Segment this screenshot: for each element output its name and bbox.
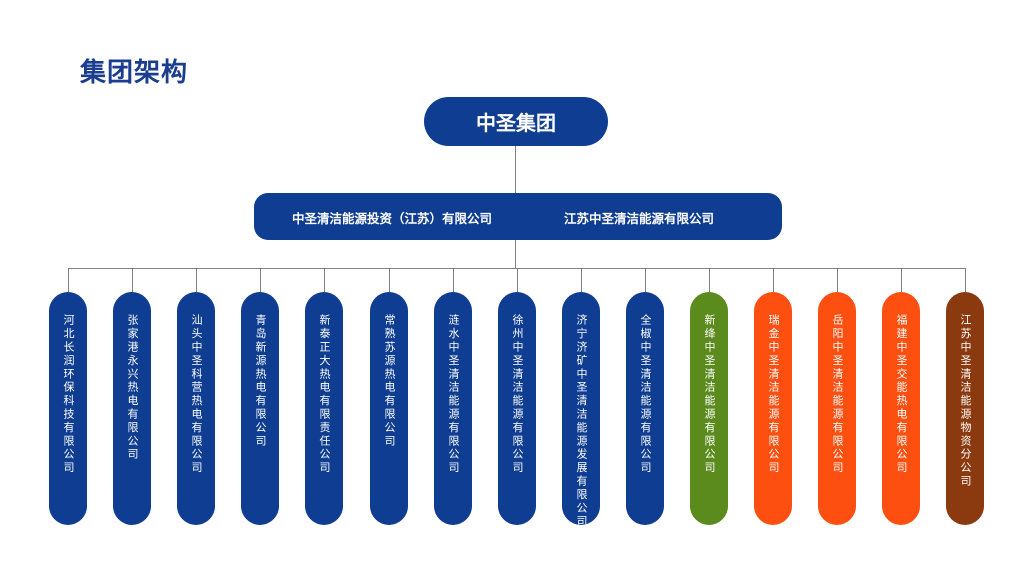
subsidiary-node[interactable]: 新泰正大热电有限责任公司 <box>305 292 343 525</box>
subsidiary-connector <box>645 268 646 292</box>
subsidiary-node[interactable]: 江苏中圣清洁能源物资分公司 <box>946 292 984 525</box>
subsidiary-label: 张家港永兴热电有限公司 <box>126 314 139 462</box>
subsidiary-connector <box>901 268 902 292</box>
middle-connector <box>515 240 516 268</box>
subsidiary-connector <box>773 268 774 292</box>
subsidiary-label: 新泰正大热电有限责任公司 <box>318 314 331 475</box>
subsidiary-connector <box>196 268 197 292</box>
subsidiary-connector <box>260 268 261 292</box>
subsidiary-connector <box>389 268 390 292</box>
subsidiary-node[interactable]: 汕头中圣科营热电有限公司 <box>177 292 215 525</box>
subsidiary-connector <box>837 268 838 292</box>
subsidiary-node[interactable]: 常熟苏源热电有限公司 <box>370 292 408 525</box>
subsidiary-label: 涟水中圣清洁能源有限公司 <box>447 314 460 475</box>
subsidiary-label: 江苏中圣清洁能源物资分公司 <box>959 314 972 489</box>
subsidiary-connector <box>709 268 710 292</box>
subsidiary-node[interactable]: 涟水中圣清洁能源有限公司 <box>434 292 472 525</box>
subsidiary-label: 河北长润环保科技有限公司 <box>62 314 75 475</box>
branch-bar <box>68 268 965 269</box>
subsidiary-label: 岳阳中圣清洁能源有限公司 <box>831 314 844 475</box>
subsidiary-label: 常熟苏源热电有限公司 <box>383 314 396 448</box>
subsidiary-node[interactable]: 青岛新源热电有限公司 <box>241 292 279 525</box>
subsidiary-connector <box>324 268 325 292</box>
middle-right-label: 江苏中圣清洁能源有限公司 <box>564 211 715 226</box>
subsidiary-label: 汕头中圣科营热电有限公司 <box>190 314 203 475</box>
subsidiary-node[interactable]: 岳阳中圣清洁能源有限公司 <box>818 292 856 525</box>
subsidiary-connector <box>965 268 966 292</box>
root-connector <box>515 146 516 193</box>
subsidiary-label: 徐州中圣清洁能源有限公司 <box>511 314 524 475</box>
subsidiary-node[interactable]: 张家港永兴热电有限公司 <box>113 292 151 525</box>
subsidiary-connector <box>68 268 69 292</box>
subsidiary-label: 全椒中圣清洁能源有限公司 <box>639 314 652 475</box>
root-label: 中圣集团 <box>476 111 556 135</box>
subsidiary-node[interactable]: 徐州中圣清洁能源有限公司 <box>498 292 536 525</box>
middle-node[interactable]: 中圣清洁能源投资（江苏）有限公司 江苏中圣清洁能源有限公司 <box>254 193 782 240</box>
subsidiary-node[interactable]: 河北长润环保科技有限公司 <box>49 292 87 525</box>
subsidiary-label: 新绛中圣清洁能源有限公司 <box>703 314 716 475</box>
subsidiary-node[interactable]: 新绛中圣清洁能源有限公司 <box>690 292 728 525</box>
middle-left-label: 中圣清洁能源投资（江苏）有限公司 <box>292 211 493 226</box>
root-node[interactable]: 中圣集团 <box>424 97 608 146</box>
subsidiary-connector <box>132 268 133 292</box>
subsidiary-label: 瑞金中圣清洁能源有限公司 <box>767 314 780 475</box>
subsidiary-node[interactable]: 福建中圣交能热电有限公司 <box>882 292 920 525</box>
subsidiary-node[interactable]: 全椒中圣清洁能源有限公司 <box>626 292 664 525</box>
subsidiary-node[interactable]: 济宁济矿中圣清洁能源发展有限公司 <box>562 292 600 529</box>
subsidiary-connector <box>453 268 454 292</box>
page-title: 集团架构 <box>80 58 189 88</box>
subsidiary-label: 济宁济矿中圣清洁能源发展有限公司 <box>575 314 588 529</box>
subsidiary-node[interactable]: 瑞金中圣清洁能源有限公司 <box>754 292 792 525</box>
subsidiary-connector <box>517 268 518 292</box>
subsidiary-connector <box>581 268 582 292</box>
subsidiary-label: 福建中圣交能热电有限公司 <box>895 314 908 475</box>
subsidiary-label: 青岛新源热电有限公司 <box>254 314 267 448</box>
